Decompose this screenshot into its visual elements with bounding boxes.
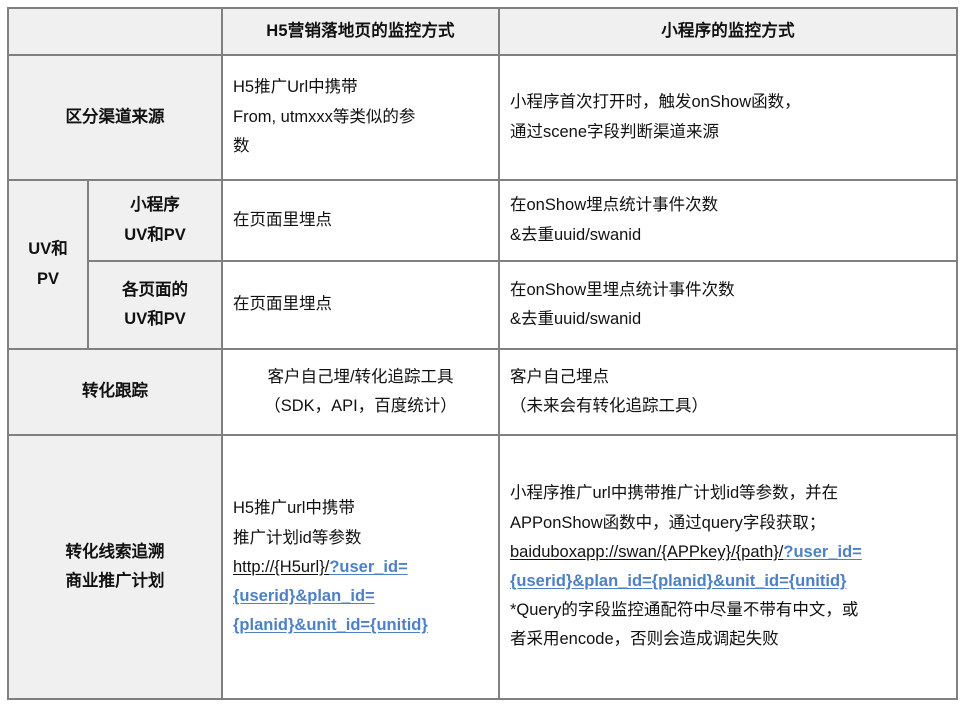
- row-label-conversion-tracking: 转化跟踪: [7, 348, 223, 436]
- text-line: 客户自己埋点: [510, 367, 609, 386]
- monitoring-comparison-table: H5营销落地页的监控方式 小程序的监控方式 区分渠道来源 H5推广Url中携带 …: [7, 7, 958, 700]
- h5-tracking-url[interactable]: http://{H5url}/?user_id={userid}&plan_id…: [233, 553, 488, 640]
- row-label-channel-source: 区分渠道来源: [7, 54, 223, 181]
- table-row-uvpv-pages: 各页面的 UV和PV 在页面里埋点 在onShow里埋点统计事件次数 &去重uu…: [8, 260, 958, 350]
- row-label-uv-pv-group: UV和 PV: [7, 179, 89, 350]
- text-line: 数: [233, 137, 250, 156]
- text-line: 通过scene字段判断渠道来源: [510, 122, 720, 141]
- cell-mp-uvpv-miniprogram: 在onShow埋点统计事件次数 &去重uuid/swanid: [498, 179, 958, 262]
- text-line: &去重uuid/swanid: [510, 310, 642, 328]
- text-line: UV和PV: [124, 310, 186, 328]
- row-label-conversion-lead-tracing: 转化线索追溯 商业推广计划: [7, 434, 223, 700]
- table-row-conversion-lead-tracing: 转化线索追溯 商业推广计划 H5推广url中携带 推广计划id等参数 http:…: [7, 434, 958, 700]
- text-line: H5推广Url中携带: [233, 78, 358, 97]
- text-line: （未来会有转化追踪工具）: [510, 397, 708, 415]
- text-line: &去重uuid/swanid: [510, 225, 642, 244]
- text-line: 各页面的: [122, 280, 188, 299]
- mp-url-query[interactable]: ?user_id={userid}&plan_id={planid}&unit_…: [510, 543, 862, 590]
- text-line: UV和PV: [124, 225, 186, 244]
- cell-h5-channel-source: H5推广Url中携带 From, utmxxx等类似的参 数: [221, 54, 500, 181]
- text-line: PV: [36, 269, 59, 288]
- cell-mp-conversion-tracking: 客户自己埋点 （未来会有转化追踪工具）: [498, 348, 958, 436]
- cell-h5-conversion-lead-tracing: H5推广url中携带 推广计划id等参数 http://{H5url}/?use…: [221, 434, 500, 700]
- cell-h5-uvpv-pages: 在页面里埋点: [221, 260, 500, 350]
- text-line: From, utmxxx等类似的参: [233, 107, 416, 126]
- row-sublabel-pages-uvpv: 各页面的 UV和PV: [87, 260, 223, 350]
- text-line: 小程序推广url中携带推广计划id等参数，并在: [510, 484, 839, 503]
- text-line: *Query的字段监控通配符中尽量不带有中文，或: [510, 600, 859, 619]
- table-header-row: H5营销落地页的监控方式 小程序的监控方式: [7, 7, 958, 56]
- row-sublabel-miniprogram-uvpv: 小程序 UV和PV: [87, 179, 223, 262]
- text-line: （SDK，API，百度统计）: [264, 397, 457, 415]
- text-line: APPonShow函数中，通过query字段获取；: [510, 513, 826, 532]
- text-line: 推广计划id等参数: [233, 528, 362, 547]
- table-row-uvpv-miniprogram: UV和 PV 小程序 UV和PV 在页面里埋点 在onShow埋点统计事件次数 …: [7, 179, 958, 350]
- cell-mp-channel-source: 小程序首次打开时，触发onShow函数， 通过scene字段判断渠道来源: [498, 54, 958, 181]
- text-line: 小程序: [130, 196, 180, 215]
- miniprogram-tracking-url[interactable]: baiduboxapp://swan/{APPkey}/{path}/?user…: [510, 538, 946, 596]
- h5-url-base[interactable]: http://{H5url}/: [233, 558, 330, 577]
- text-line: 客户自己埋/转化追踪工具: [267, 367, 454, 386]
- header-miniprogram-method: 小程序的监控方式: [498, 7, 958, 56]
- text-line: UV和: [28, 240, 68, 259]
- text-line: 在onShow埋点统计事件次数: [510, 196, 719, 215]
- text-line: 转化线索追溯: [65, 542, 165, 561]
- text-line: 在页面里埋点: [233, 210, 332, 229]
- h5-url-query[interactable]: ?user_id={userid}&plan_id={planid}&unit_…: [233, 558, 428, 634]
- text-line: 小程序首次打开时，触发onShow函数，: [510, 93, 801, 112]
- header-blank-cell: [7, 7, 223, 56]
- text-line: 商业推广计划: [65, 572, 165, 590]
- text-line: H5推广url中携带: [233, 499, 355, 518]
- table-row-channel-source: 区分渠道来源 H5推广Url中携带 From, utmxxx等类似的参 数 小程…: [7, 54, 958, 181]
- cell-mp-uvpv-pages: 在onShow里埋点统计事件次数 &去重uuid/swanid: [498, 260, 958, 350]
- header-h5-method: H5营销落地页的监控方式: [221, 7, 500, 56]
- text-line: 在页面里埋点: [233, 295, 332, 314]
- mp-url-base[interactable]: baiduboxapp://swan/{APPkey}/{path}/: [510, 543, 784, 562]
- text-line: 者采用encode，否则会造成调起失败: [510, 630, 779, 649]
- text-line: 在onShow里埋点统计事件次数: [510, 280, 735, 299]
- cell-h5-uvpv-miniprogram: 在页面里埋点: [221, 179, 500, 262]
- cell-h5-conversion-tracking: 客户自己埋/转化追踪工具 （SDK，API，百度统计）: [221, 348, 500, 436]
- cell-mp-conversion-lead-tracing: 小程序推广url中携带推广计划id等参数，并在 APPonShow函数中，通过q…: [498, 434, 958, 700]
- table-row-conversion-tracking: 转化跟踪 客户自己埋/转化追踪工具 （SDK，API，百度统计） 客户自己埋点 …: [7, 348, 958, 436]
